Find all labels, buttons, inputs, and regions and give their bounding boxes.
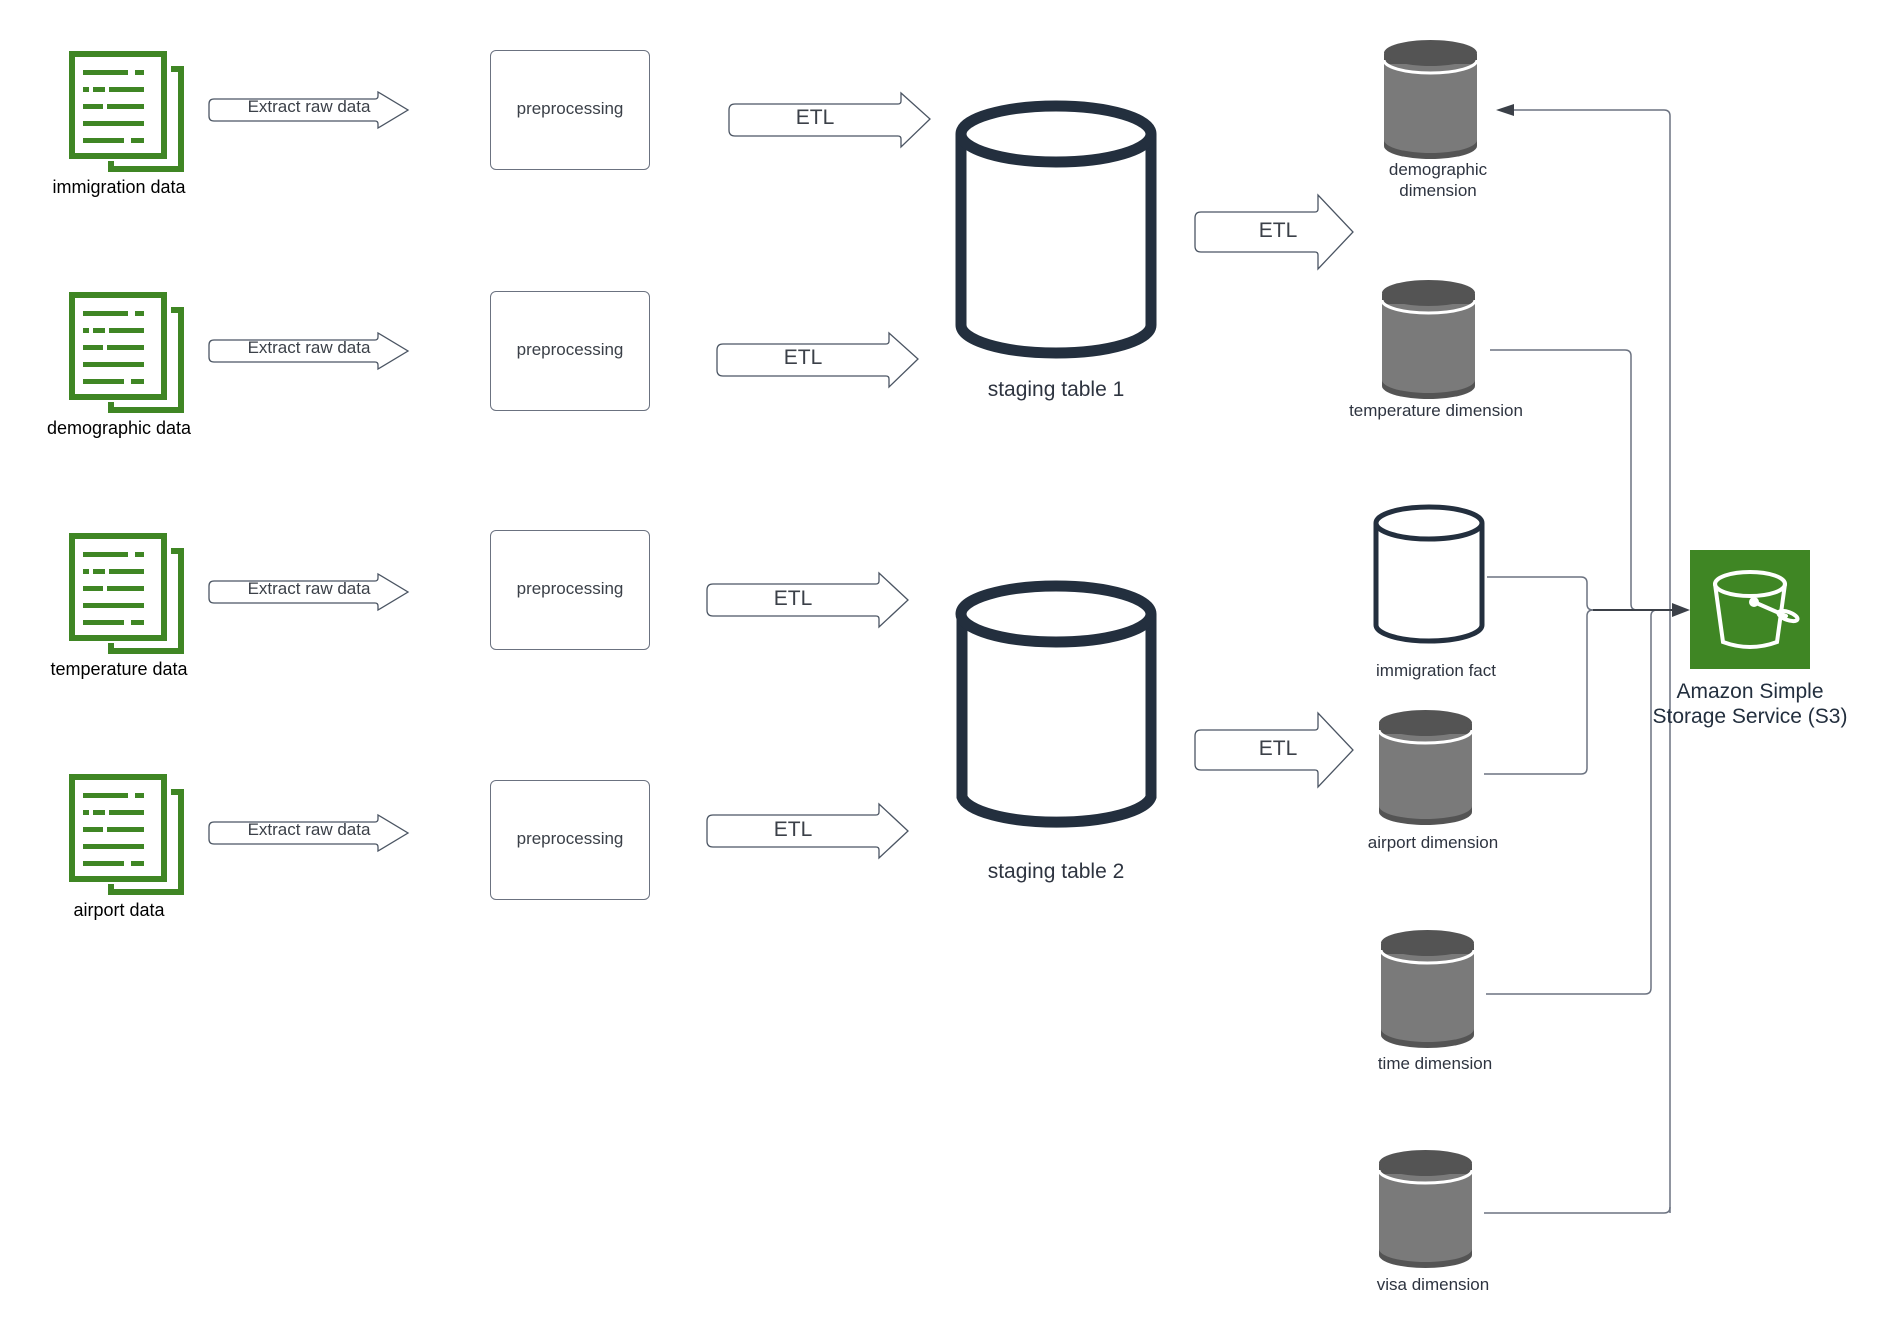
etl-out-arrow-label: ETL xyxy=(1258,219,1298,242)
etl-out-arrow-shape xyxy=(1194,711,1354,789)
s3-service xyxy=(1690,550,1810,669)
preprocessing-label: preprocessing xyxy=(516,340,624,359)
extract-arrow-shape xyxy=(208,90,410,130)
arrowhead-to-demographic xyxy=(1496,104,1514,116)
document-icon xyxy=(72,54,181,169)
etl-arrow-shape xyxy=(706,802,909,860)
bucket-icon xyxy=(1713,570,1800,649)
connector-fact xyxy=(1487,576,1670,611)
staging-cylinder xyxy=(955,100,1157,359)
table-label: time dimension xyxy=(1377,1054,1493,1073)
dimension-cylinder xyxy=(1380,280,1477,399)
source-label: immigration data xyxy=(52,177,186,197)
table-label: immigration fact xyxy=(1376,661,1496,680)
extract-arrow-shape xyxy=(208,331,410,371)
s3-label: Amazon Simple Storage Service (S3) xyxy=(1652,680,1848,728)
extract-arrow-shape xyxy=(208,813,410,853)
document-icon xyxy=(72,536,181,651)
extract-arrow-shape xyxy=(208,572,410,612)
table-label: visa dimension xyxy=(1376,1275,1490,1294)
preprocessing-box: preprocessing xyxy=(490,50,650,170)
preprocessing-box: preprocessing xyxy=(490,780,650,900)
extract-arrow-label: Extract raw data xyxy=(247,338,371,357)
preprocessing-box: preprocessing xyxy=(490,291,650,411)
staging-label: staging table 2 xyxy=(987,860,1125,883)
connector-airport xyxy=(1484,609,1594,775)
etl-out-arrow-shape xyxy=(1194,193,1354,271)
document-icon xyxy=(72,777,181,892)
source-label: demographic data xyxy=(46,418,192,438)
dimension-cylinder xyxy=(1377,710,1474,825)
connector-visa xyxy=(1484,1206,1671,1214)
etl-arrow-shape xyxy=(716,331,919,389)
extract-arrow-label: Extract raw data xyxy=(247,820,371,839)
etl-arrow-shape xyxy=(706,571,909,629)
preprocessing-label: preprocessing xyxy=(516,579,624,598)
dimension-cylinder xyxy=(1382,40,1479,159)
connector-temperature xyxy=(1490,349,1670,611)
etl-arrow-shape xyxy=(728,91,931,149)
preprocessing-box: preprocessing xyxy=(490,530,650,650)
source-label: airport data xyxy=(73,900,165,920)
etl-arrow-label: ETL xyxy=(773,587,813,610)
preprocessing-label: preprocessing xyxy=(516,99,624,118)
preprocessing-label: preprocessing xyxy=(516,829,624,848)
table-label: airport dimension xyxy=(1367,833,1499,852)
staging-label: staging table 1 xyxy=(987,378,1125,401)
source-label: temperature data xyxy=(50,659,188,679)
table-label: temperature dimension xyxy=(1349,401,1523,420)
arrowhead-to-s3 xyxy=(1672,603,1690,617)
etl-arrow-label: ETL xyxy=(795,106,835,129)
extract-arrow-label: Extract raw data xyxy=(247,579,371,598)
connector-demographic xyxy=(1500,109,1671,1213)
document-icon xyxy=(72,295,181,410)
etl-arrow-label: ETL xyxy=(783,346,823,369)
dimension-cylinder xyxy=(1377,1150,1474,1268)
etl-arrow-label: ETL xyxy=(773,818,813,841)
staging-cylinder xyxy=(955,580,1157,828)
etl-out-arrow-label: ETL xyxy=(1258,737,1298,760)
dimension-cylinder xyxy=(1379,930,1476,1048)
table-label: demographic dimension xyxy=(1388,160,1488,200)
extract-arrow-label: Extract raw data xyxy=(247,97,371,116)
fact-cylinder xyxy=(1373,504,1485,644)
